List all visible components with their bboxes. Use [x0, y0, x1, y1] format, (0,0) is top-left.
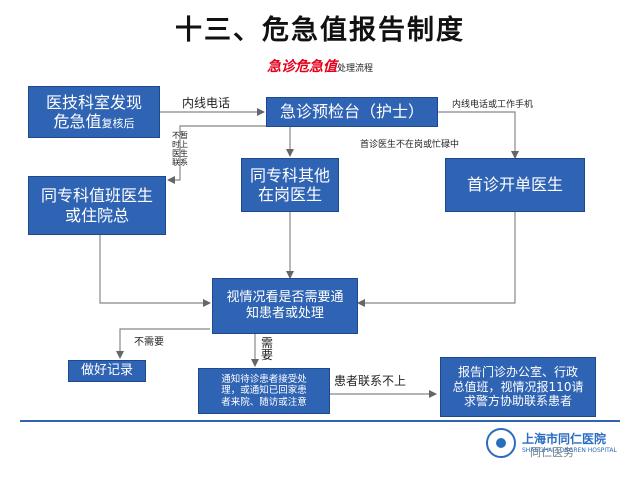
box-notify-patient-line2: 理，或通知已回家患	[221, 385, 307, 397]
footer-divider	[20, 420, 620, 422]
hospital-logo-icon	[486, 428, 516, 458]
box-judge-line1: 视情况看是否需要通	[226, 290, 344, 306]
box-same-dept-doctor-line1: 同专科其他	[249, 165, 330, 185]
edge-first-doctor-judge	[357, 212, 516, 307]
box-department-finder-note: 复核后	[101, 117, 135, 130]
box-notify-patient-line1: 通知待诊患者接受处	[221, 373, 307, 385]
logo-text-cn: 上海市同仁医院	[522, 432, 607, 446]
box-triage-desk-text: 急诊预检台（护士）	[279, 102, 424, 122]
edge-triage-duty	[167, 125, 268, 184]
box-record-text: 做好记录	[80, 363, 133, 379]
subtitle: 急诊危急值处理流程	[0, 56, 640, 76]
subtitle-highlight: 急诊危急值	[266, 59, 337, 75]
label-patient-unreachable: 患者联系不上	[334, 374, 407, 388]
label-not-on-duty: 首诊医生不在岗或忙碌中	[360, 140, 460, 150]
box-same-dept-doctor: 同专科其他在岗医生	[241, 158, 339, 212]
box-notify-patient-line3: 者来院、随访或注意	[221, 396, 307, 408]
edge-judge-record	[116, 328, 210, 359]
box-department-finder-line2: 危急值	[53, 112, 102, 131]
box-record: 做好记录	[68, 360, 146, 382]
watermark: 同仁医务	[530, 446, 574, 459]
page-title: 十三、危急值报告制度	[175, 15, 465, 46]
label-needed: 需要	[261, 336, 274, 362]
box-duty-doctor: 同专科值班医生或住院总	[28, 176, 166, 235]
label-internal-phone: 内线电话	[182, 96, 231, 110]
edge-triage-first-doctor	[438, 111, 519, 159]
box-same-dept-doctor-line2: 在岗医生	[257, 185, 322, 204]
box-judge-line2: 知患者或处理	[245, 306, 324, 321]
box-report-office-line1: 报告门诊办公室、行政	[457, 365, 578, 380]
label-not-needed: 不需要	[134, 337, 164, 348]
edge-duty-judge	[99, 235, 211, 307]
label-cannot-contact: 不暂时上医生联系	[172, 131, 188, 167]
box-notify-patient: 通知待诊患者接受处理，或通知已回家患者来院、随访或注意	[198, 368, 330, 414]
label-phone-or-mobile: 内线电话或工作手机	[452, 100, 534, 110]
box-report-office-line3: 求警方协助联系患者	[463, 394, 572, 409]
box-report-office-line2: 总值班，视情况报110请	[452, 379, 584, 394]
box-judge: 视情况看是否需要通知患者或处理	[212, 278, 358, 334]
box-department-finder-line1: 医技科室发现	[45, 92, 142, 112]
box-triage-desk: 急诊预检台（护士）	[266, 97, 438, 127]
box-department-finder: 医技科室发现危急值复核后	[28, 86, 160, 138]
box-first-doctor-text: 首诊开单医生	[466, 175, 563, 195]
box-duty-doctor-line2: 或住院总	[64, 205, 129, 225]
logo-text-en: SHANGHAI TONGREN HOSPITAL	[522, 447, 617, 454]
subtitle-text: 处理流程	[336, 64, 373, 74]
box-report-office: 报告门诊办公室、行政总值班，视情况报110请求警方协助联系患者	[440, 357, 596, 417]
box-first-doctor: 首诊开单医生	[445, 158, 585, 212]
box-duty-doctor-line1: 同专科值班医生	[40, 186, 153, 206]
